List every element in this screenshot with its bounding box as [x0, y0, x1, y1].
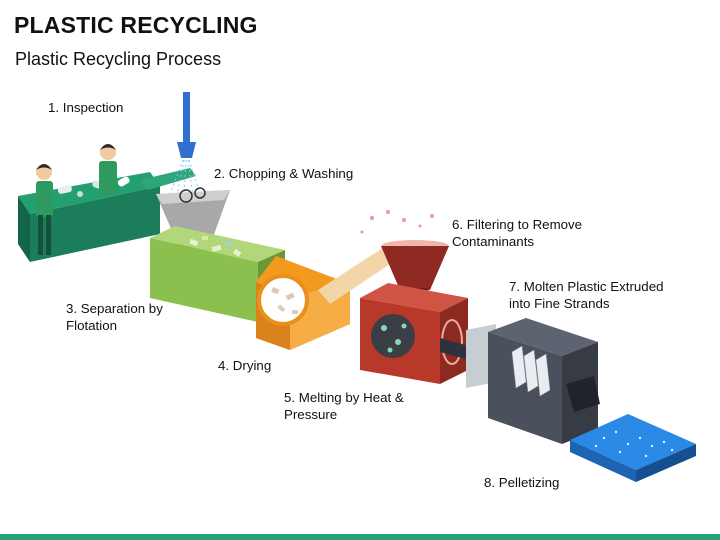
footer-accent-bar — [0, 534, 720, 540]
water-spray-nozzle — [169, 92, 201, 197]
melter-box — [360, 283, 468, 384]
step-7-label: 7. Molten Plastic Extruded into Fine Str… — [509, 279, 664, 311]
step-4-label: 4. Drying — [218, 358, 272, 373]
dryer-drum — [256, 242, 402, 350]
page-subtitle: Plastic Recycling Process — [15, 49, 222, 69]
step-3-label: 3. Separation by Flotation — [66, 301, 163, 333]
worker-left — [36, 164, 53, 255]
step-5-label: 5. Melting by Heat & Pressure — [284, 390, 404, 422]
step-8-label: 8. Pelletizing — [484, 475, 560, 490]
extruder-box — [488, 318, 600, 444]
flying-particles — [360, 210, 434, 234]
worker-right — [99, 144, 117, 195]
page-title: PLASTIC RECYCLING — [14, 12, 258, 38]
pellet-tray — [570, 414, 696, 482]
inspection-conveyor — [18, 168, 196, 262]
step-1-label: 1. Inspection — [48, 100, 124, 115]
step-6-label: 6. Filtering to Remove Contaminants — [452, 217, 583, 249]
step-2-label: 2. Chopping & Washing — [214, 166, 354, 181]
